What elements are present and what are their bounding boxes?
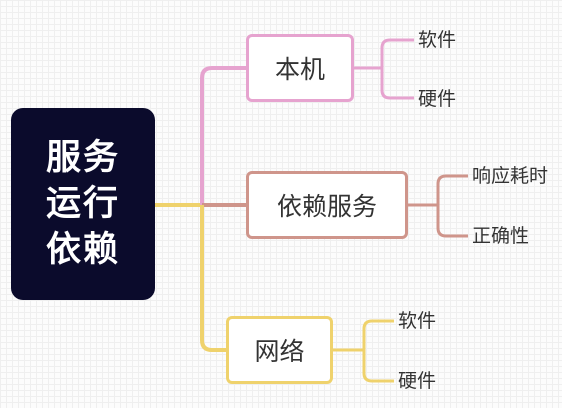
connector-local bbox=[200, 66, 246, 205]
root-node: 服务 运行 依赖 bbox=[11, 108, 155, 300]
connector-dependency-children bbox=[408, 174, 468, 238]
leaf-network-software: 软件 bbox=[398, 310, 437, 332]
connector-local-children bbox=[354, 38, 414, 100]
root-line-3: 依赖 bbox=[45, 230, 120, 270]
branch-node-dependency: 依赖服务 bbox=[246, 171, 408, 239]
branch-node-local: 本机 bbox=[246, 34, 354, 102]
root-line-1: 服务 bbox=[45, 138, 120, 178]
connector-network bbox=[200, 205, 226, 352]
branch-label-network: 网络 bbox=[254, 337, 305, 366]
branch-label-dependency: 依赖服务 bbox=[276, 192, 377, 221]
branch-label-local: 本机 bbox=[274, 55, 325, 84]
branch-node-network: 网络 bbox=[226, 316, 333, 384]
leaf-dependency-correctness: 正确性 bbox=[472, 225, 530, 247]
connector-network-children bbox=[333, 319, 394, 383]
root-line-2: 运行 bbox=[45, 184, 120, 224]
leaf-network-hardware: 硬件 bbox=[398, 370, 437, 392]
leaf-dependency-response-time: 响应耗时 bbox=[472, 165, 549, 187]
leaf-local-software: 软件 bbox=[418, 29, 457, 51]
leaf-local-hardware: 硬件 bbox=[418, 88, 457, 110]
